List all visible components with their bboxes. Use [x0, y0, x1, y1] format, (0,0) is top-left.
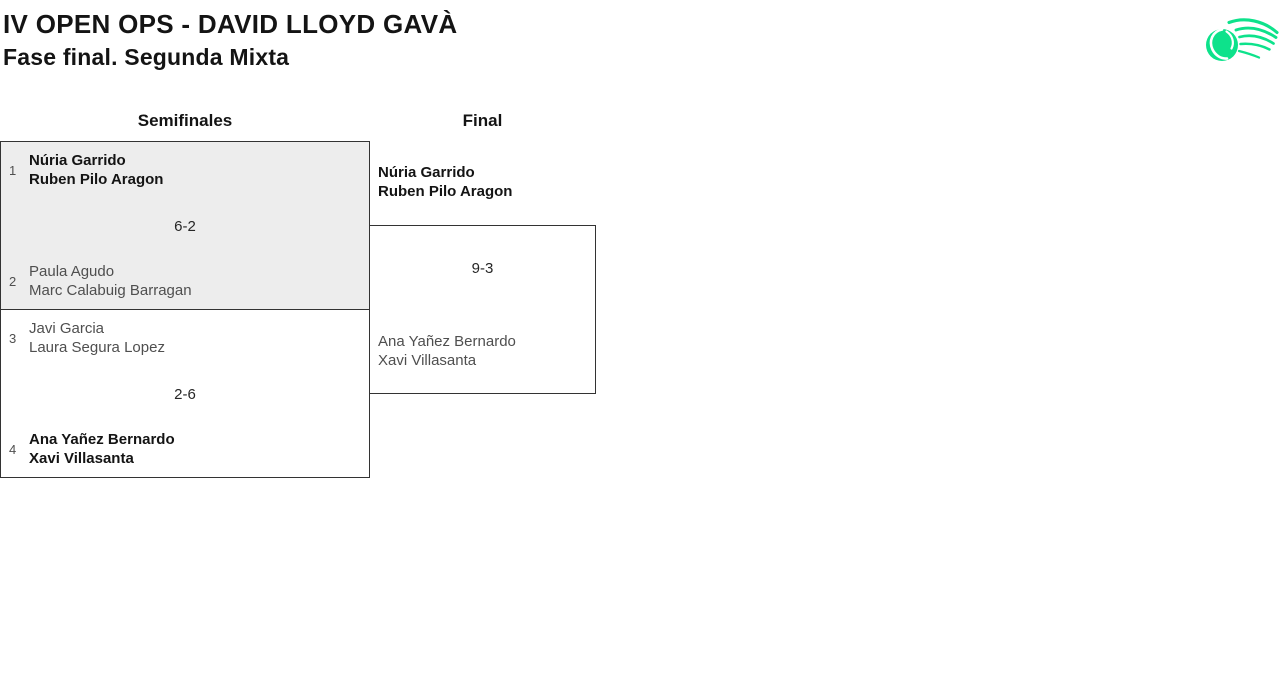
player-name: Núria Garrido	[29, 152, 126, 169]
team-names: Paula Agudo Marc Calabuig Barragan	[29, 262, 192, 300]
round-header-semifinales: Semifinales	[137, 111, 233, 130]
tennis-ball-swoosh-logo-icon	[1203, 17, 1279, 69]
team-names-winner: Ana Yañez Bernardo Xavi Villasanta	[29, 430, 175, 468]
final-match-box: 9-3	[369, 225, 596, 394]
player-name: Laura Segura Lopez	[29, 339, 165, 356]
seed-number: 4	[9, 442, 17, 457]
player-name: Javi Garcia	[29, 320, 105, 337]
player-name: Ruben Pilo Aragon	[378, 183, 513, 200]
player-name: Paula Agudo	[29, 263, 115, 280]
player-name: Ana Yañez Bernardo	[378, 333, 516, 350]
player-name: Núria Garrido	[378, 164, 475, 181]
team-names: Javi Garcia Laura Segura Lopez	[29, 319, 165, 357]
player-name: Xavi Villasanta	[29, 450, 134, 467]
semifinal-1-match-box: 1 Núria Garrido Ruben Pilo Aragon 6-2 2 …	[0, 141, 370, 310]
seed-number: 3	[9, 331, 17, 346]
page-subtitle: Fase final. Segunda Mixta	[3, 44, 290, 70]
round-header-final: Final	[462, 111, 503, 130]
player-name: Marc Calabuig Barragan	[29, 282, 192, 299]
final-team-2: Ana Yañez Bernardo Xavi Villasanta	[378, 332, 516, 370]
match-score: 6-2	[174, 218, 196, 235]
player-name: Ana Yañez Bernardo	[29, 431, 175, 448]
player-name: Xavi Villasanta	[378, 352, 477, 369]
final-score: 9-3	[471, 260, 494, 277]
semifinal-2-match-box: 3 Javi Garcia Laura Segura Lopez 2-6 4 A…	[0, 309, 370, 478]
page-title: IV OPEN OPS - DAVID LLOYD GAVÀ	[3, 9, 458, 39]
seed-number: 1	[9, 163, 17, 178]
final-team-1-winner: Núria Garrido Ruben Pilo Aragon	[378, 163, 512, 201]
player-name: Ruben Pilo Aragon	[29, 171, 164, 188]
team-names-winner: Núria Garrido Ruben Pilo Aragon	[29, 151, 163, 189]
match-score: 2-6	[174, 386, 196, 403]
seed-number: 2	[9, 274, 17, 289]
